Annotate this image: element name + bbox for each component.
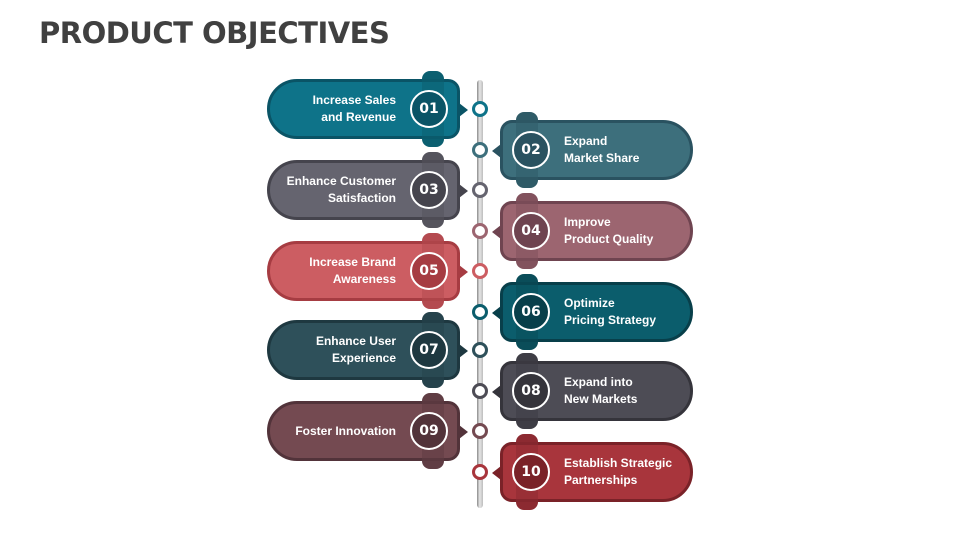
- objective-label: Foster Innovation: [295, 423, 396, 438]
- objective-card-05: 05 Increase Brand Awareness: [267, 233, 468, 309]
- timeline-node-09: [472, 423, 488, 439]
- objective-label: Improve Product Quality: [564, 215, 654, 246]
- objective-label: Increase Sales and Revenue: [312, 93, 396, 124]
- objective-card-03: 03 Enhance Customer Satisfaction: [267, 152, 468, 228]
- step-number-badge: 09: [410, 412, 448, 450]
- objective-label: Expand into New Markets: [564, 375, 638, 406]
- timeline-node-04: [472, 223, 488, 239]
- pointer-arrow-icon: [459, 265, 468, 279]
- objective-label: Increase Brand Awareness: [309, 255, 396, 286]
- objective-label: Optimize Pricing Strategy: [564, 296, 657, 327]
- timeline-node-05: [472, 263, 488, 279]
- pointer-arrow-icon: [492, 306, 501, 320]
- pointer-arrow-icon: [459, 425, 468, 439]
- pointer-arrow-icon: [492, 466, 501, 480]
- objective-label: Expand Market Share: [564, 134, 640, 165]
- pointer-arrow-icon: [459, 103, 468, 117]
- pointer-arrow-icon: [492, 225, 501, 239]
- timeline-node-02: [472, 142, 488, 158]
- step-number-badge: 01: [410, 90, 448, 128]
- step-number-badge: 05: [410, 252, 448, 290]
- objective-card-08: 08 Expand into New Markets: [492, 353, 693, 429]
- objective-label: Enhance User Experience: [315, 334, 396, 365]
- objective-card-06: 06 Optimize Pricing Strategy: [492, 274, 693, 350]
- pointer-arrow-icon: [492, 144, 501, 158]
- objective-card-04: 04 Improve Product Quality: [492, 193, 693, 269]
- timeline-node-01: [472, 101, 488, 117]
- timeline-node-06: [472, 304, 488, 320]
- step-number-badge: 08: [512, 372, 550, 410]
- objective-label: Establish Strategic Partnerships: [564, 456, 673, 487]
- step-number-badge: 04: [512, 212, 550, 250]
- objective-card-02: 02 Expand Market Share: [492, 112, 693, 188]
- timeline-node-08: [472, 383, 488, 399]
- timeline-spine: [477, 80, 483, 508]
- timeline-node-10: [472, 464, 488, 480]
- page-title: PRODUCT OBJECTIVES: [39, 16, 390, 50]
- timeline-node-03: [472, 182, 488, 198]
- objective-card-10: 10 Establish Strategic Partnerships: [492, 434, 693, 510]
- timeline-node-07: [472, 342, 488, 358]
- objective-card-07: 07 Enhance User Experience: [267, 312, 468, 388]
- step-number-badge: 10: [512, 453, 550, 491]
- step-number-badge: 06: [512, 293, 550, 331]
- step-number-badge: 07: [410, 331, 448, 369]
- pointer-arrow-icon: [492, 385, 501, 399]
- objective-label: Enhance Customer Satisfaction: [286, 174, 396, 205]
- objective-card-09: 09 Foster Innovation: [267, 393, 468, 469]
- pointer-arrow-icon: [459, 344, 468, 358]
- step-number-badge: 03: [410, 171, 448, 209]
- step-number-badge: 02: [512, 131, 550, 169]
- objective-card-01: 01 Increase Sales and Revenue: [267, 71, 468, 147]
- pointer-arrow-icon: [459, 184, 468, 198]
